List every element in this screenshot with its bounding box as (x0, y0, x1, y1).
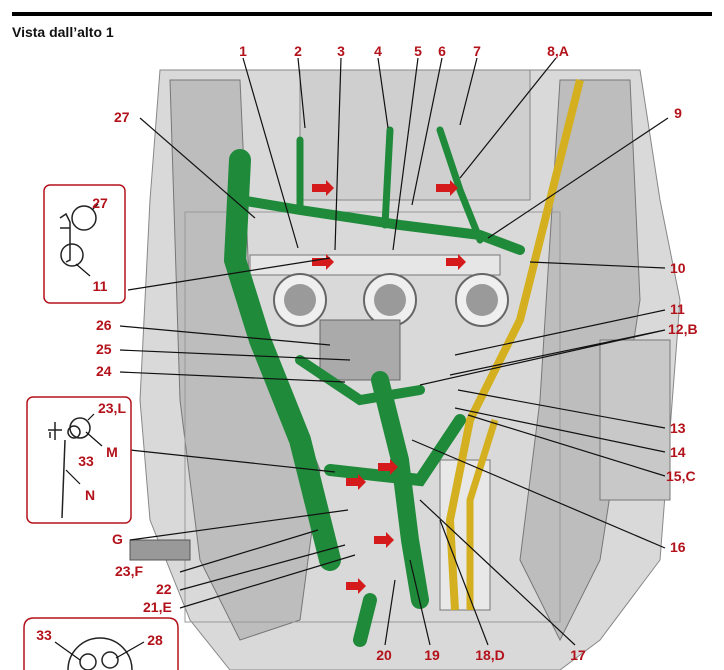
label-17: 17 (570, 647, 586, 663)
leader-lines (119, 57, 669, 646)
label-24: 24 (96, 363, 112, 379)
label-1: 1 (239, 43, 247, 59)
label-13: 13 (670, 420, 686, 436)
routing-arrows (312, 180, 466, 594)
top-rule (12, 12, 712, 16)
label-27: 27 (114, 109, 130, 125)
label-12-b: 12,B (668, 321, 698, 337)
label-22: 22 (156, 581, 172, 597)
label-25: 25 (96, 341, 112, 357)
label-8-a: 8,A (547, 43, 569, 59)
label-g: G (112, 531, 123, 547)
inset-detail-3: 33 28 (23, 617, 179, 670)
label-15-c: 15,C (666, 468, 696, 484)
label-11: 11 (670, 301, 685, 317)
label-23-f: 23,F (115, 563, 143, 579)
label-16: 16 (670, 539, 686, 555)
label-19: 19 (424, 647, 440, 663)
label-4: 4 (374, 43, 382, 59)
label-21-e: 21,E (143, 599, 172, 615)
label-14: 14 (670, 444, 686, 460)
label-26: 26 (96, 317, 112, 333)
callout-labels: 1 2 3 4 5 6 7 8,A 9 10 11 12,B 13 14 15,… (96, 43, 698, 663)
inset2-label-m: M (106, 444, 118, 460)
label-10: 10 (670, 260, 686, 276)
label-2: 2 (294, 43, 302, 59)
inset2-label-33: 33 (78, 453, 94, 469)
label-3: 3 (337, 43, 345, 59)
label-20: 20 (376, 647, 392, 663)
label-18-d: 18,D (475, 647, 505, 663)
inset3-label-28: 28 (147, 632, 163, 648)
inset1-label-11: 11 (93, 278, 108, 294)
inset-detail-2: 23,L 33 M N (26, 396, 132, 524)
inset1-label-27: 27 (92, 195, 108, 211)
wiring-harness (223, 126, 525, 647)
label-6: 6 (438, 43, 446, 59)
label-7: 7 (473, 43, 481, 59)
inset3-label-33: 33 (36, 627, 52, 643)
page-title: Vista dall’alto 1 (12, 24, 114, 40)
label-5: 5 (414, 43, 422, 59)
inset2-label-23-l: 23,L (98, 400, 126, 416)
label-9: 9 (674, 105, 682, 121)
inset-detail-1: 27 11 (43, 184, 126, 304)
inset2-label-n: N (85, 487, 95, 503)
